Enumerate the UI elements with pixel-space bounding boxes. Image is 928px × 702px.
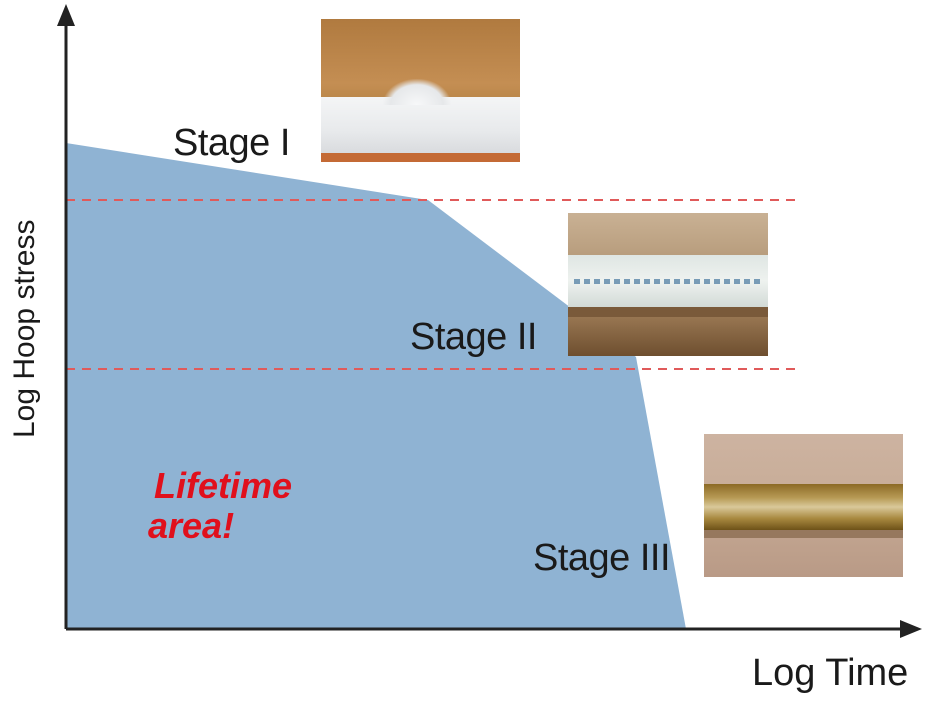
lifetime-label-line2: area! [148,505,235,546]
stage-2-photo [568,213,768,356]
stage-1-photo [321,19,520,162]
stage-3-label: Stage III [533,537,671,579]
x-axis-arrow-icon [900,620,922,638]
stage-1-label: Stage I [173,122,290,164]
stage-3-photo [704,434,903,577]
lifetime-area-region [66,143,686,629]
lifetime-area-label: Lifetime area! [148,466,292,546]
stage-2-label: Stage II [410,316,537,358]
y-axis-label: Log Hoop stress [8,219,41,438]
lifetime-label-line1: Lifetime [154,465,293,506]
y-axis-arrow-icon [57,4,75,26]
x-axis-label: Log Time [752,652,909,694]
